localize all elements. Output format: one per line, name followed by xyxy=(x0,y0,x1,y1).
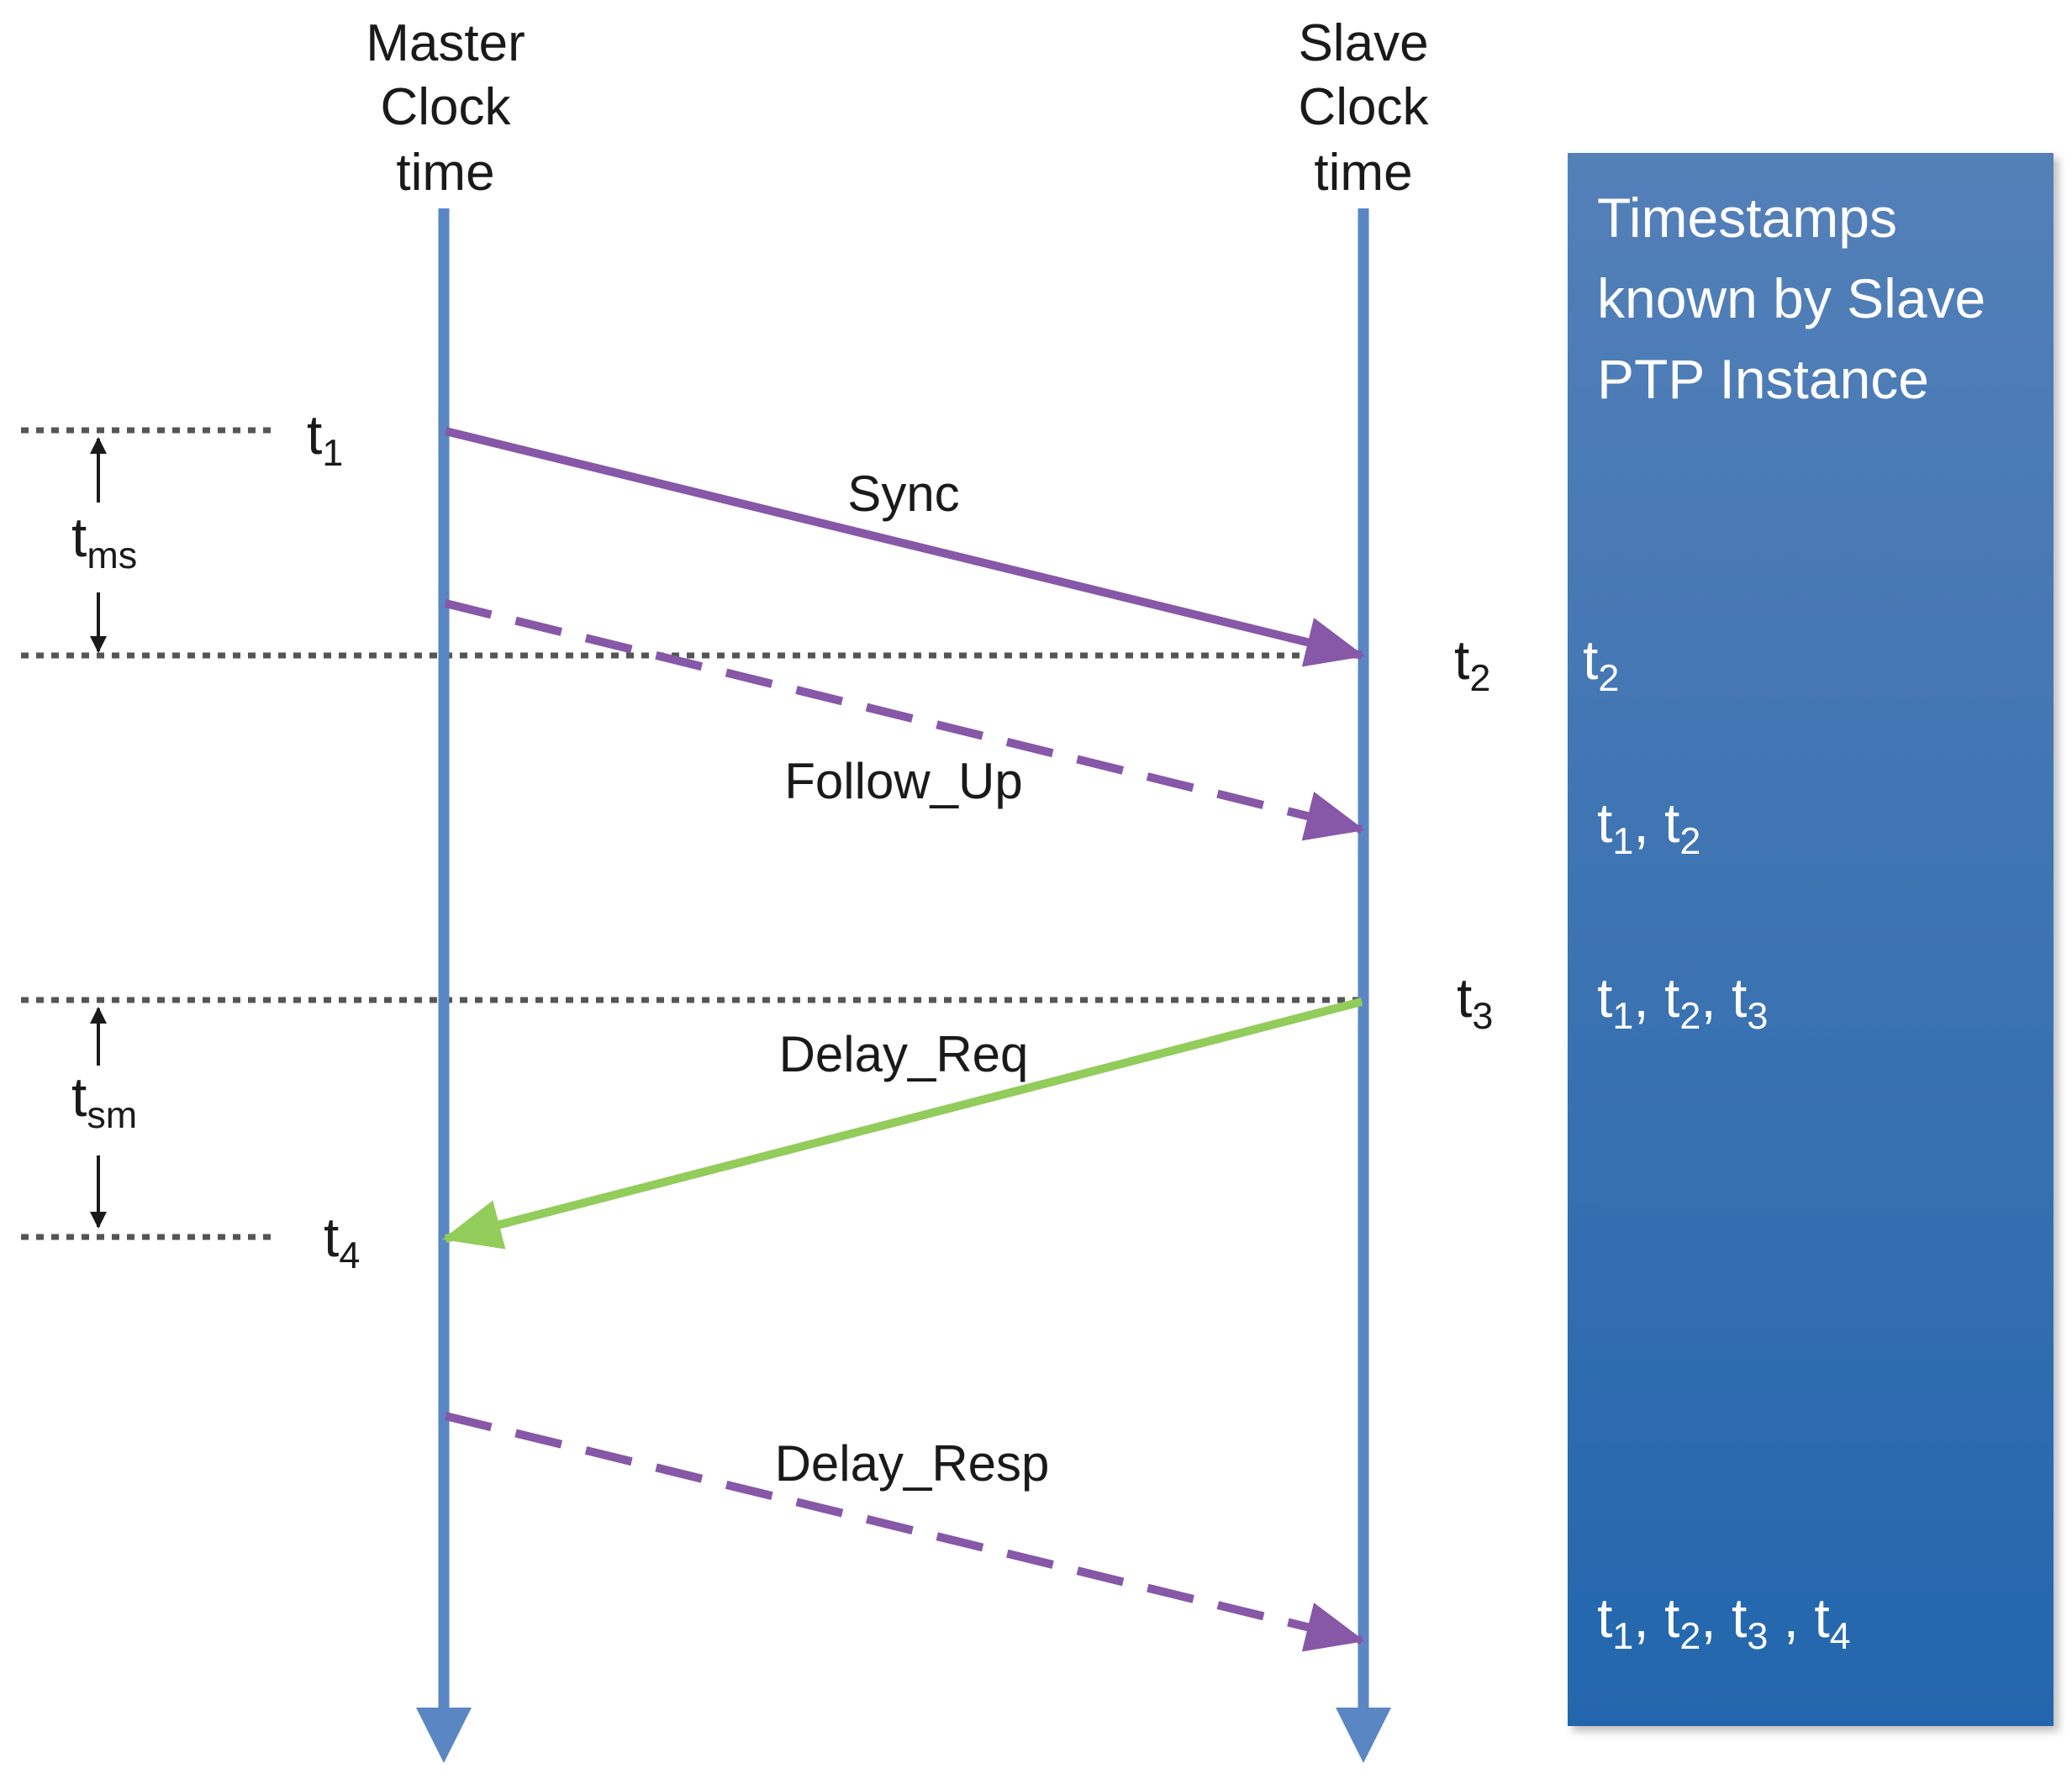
svg-text:Clock: Clock xyxy=(1298,78,1429,136)
svg-text:time: time xyxy=(396,144,494,202)
slave-clock-header: Slave Clock time xyxy=(1298,14,1429,202)
panel-row-3: t1, t2, t3 xyxy=(1597,966,1768,1037)
delay-resp-label: Delay_Resp xyxy=(775,1435,1050,1492)
t4-label: t4 xyxy=(324,1206,360,1276)
panel-title-line-2: known by Slave xyxy=(1597,267,1985,329)
sync-arrow xyxy=(444,427,1365,667)
tms-label: tms xyxy=(71,506,137,576)
master-clock-header: Master Clock time xyxy=(366,14,525,202)
svg-text:Master: Master xyxy=(366,14,525,72)
tms-interval: tms xyxy=(71,437,137,653)
panel-row-1: t2 xyxy=(1583,629,1619,699)
sync-label: Sync xyxy=(847,466,959,522)
slave-lifeline xyxy=(1336,208,1391,1763)
svg-text:Slave: Slave xyxy=(1298,14,1428,72)
delay-req-arrow xyxy=(442,997,1363,1250)
panel-title-line-1: Timestamps xyxy=(1597,187,1897,249)
svg-text:Clock: Clock xyxy=(380,78,511,136)
t1-label: t1 xyxy=(307,403,343,474)
master-lifeline xyxy=(416,208,472,1763)
panel-row-2: t1, t2 xyxy=(1597,792,1700,862)
t2-label: t2 xyxy=(1454,629,1490,699)
svg-text:time: time xyxy=(1314,144,1412,202)
follow-up-label: Follow_Up xyxy=(784,753,1022,809)
delay-resp-arrow xyxy=(444,1412,1365,1652)
tsm-label: tsm xyxy=(71,1066,137,1136)
tsm-interval: tsm xyxy=(71,1007,137,1229)
follow-up-arrow xyxy=(444,599,1365,841)
t3-label: t3 xyxy=(1457,966,1493,1037)
panel-title-line-3: PTP Instance xyxy=(1597,348,1929,410)
delay-req-label: Delay_Req xyxy=(779,1026,1029,1082)
timestamps-panel xyxy=(1568,153,2054,1726)
panel-row-4: t1, t2, t3 , t4 xyxy=(1597,1587,1851,1657)
